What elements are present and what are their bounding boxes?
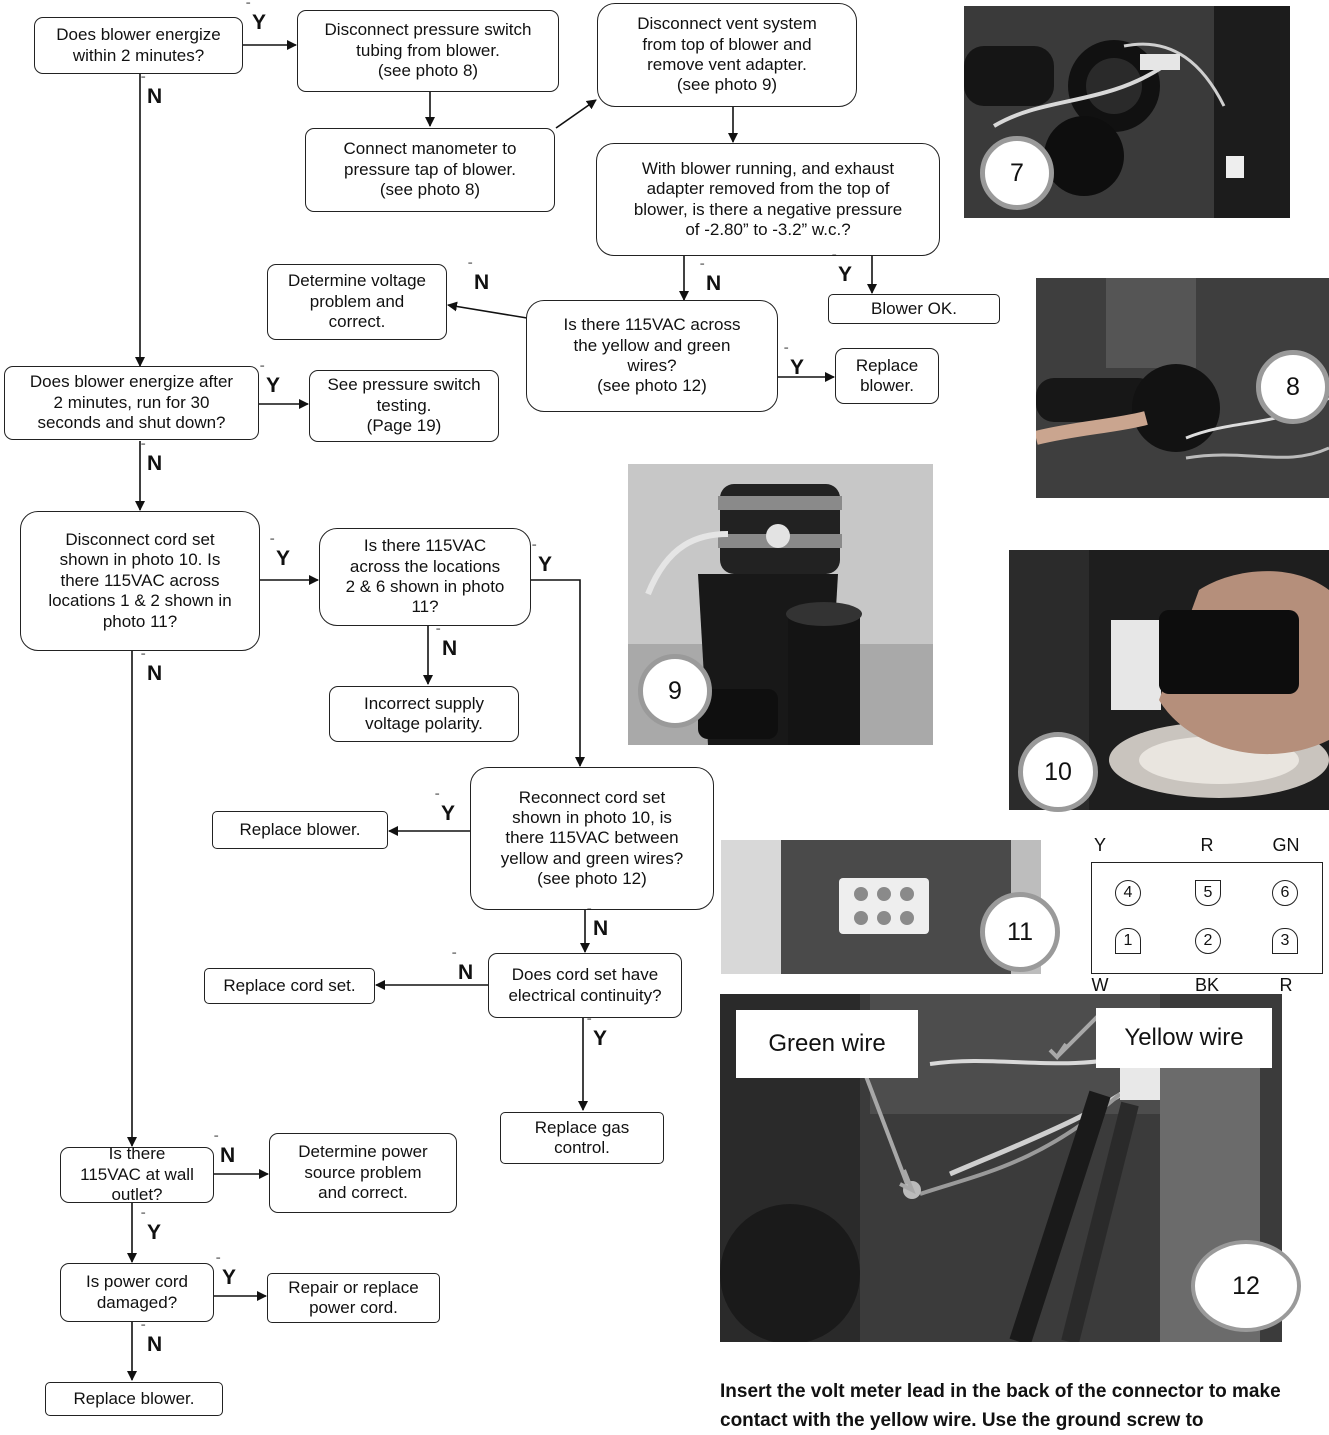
connector-pin-4: 4 [1115,880,1141,906]
question-cord-continuity: Does cord set have electrical continuity… [488,953,682,1018]
connector-pin-5: 5 [1195,880,1221,906]
label-no: N [141,651,162,684]
label-no: N [587,906,608,939]
question-power-cord-damaged: Is power cord damaged? [60,1263,214,1322]
callout-green-wire: Green wire [736,1010,918,1078]
photo-number: 9 [668,676,682,705]
label-yes: Y [532,542,552,575]
label-no: N [700,261,721,294]
label-yes: Y [587,1016,607,1049]
label-no: N [141,441,162,474]
question-reconnect-cord-set: Reconnect cord set shown in photo 10, is… [470,767,714,910]
connector-pin-2: 2 [1195,928,1221,954]
label-no: N [436,626,457,659]
action-determine-voltage-problem: Determine voltage problem and correct. [267,264,447,340]
pin-color-label: R [1200,835,1214,855]
action-replace-cord-set: Replace cord set. [204,968,375,1004]
photo-9 [628,464,933,745]
connector-pin-3: 3 [1272,928,1298,954]
photo-number: 10 [1044,757,1072,786]
label-yes: Y [270,536,290,569]
label-no: N [468,260,489,293]
pin-color-label: BK [1194,975,1219,995]
label-yes: Y [246,0,266,33]
photo-number: 11 [1007,917,1033,946]
question-negative-pressure: With blower running, and exhaust adapter… [596,143,940,256]
callout-yellow-wire: Yellow wire [1096,1008,1272,1068]
photo-7 [964,6,1290,218]
photo-number-badge-8: 8 [1256,350,1329,424]
footer-instruction: Insert the volt meter lead in the back o… [720,1381,1281,1431]
step-connect-manometer: Connect manometer to pressure tap of blo… [305,128,555,212]
label-yes: Y [260,363,280,396]
question-blower-energize-2min: Does blower energize within 2 minutes? [34,17,243,74]
question-wall-outlet: Is there 115VAC at wall outlet? [60,1144,214,1204]
label-yes: Y [784,345,804,378]
result-blower-ok: Blower OK. [828,294,1000,324]
action-determine-power-source: Determine power source problem and corre… [269,1133,457,1213]
photo-10 [1009,550,1329,810]
photo-number: 8 [1286,372,1300,401]
label-no: N [214,1133,235,1166]
step-disconnect-tubing: Disconnect pressure switch tubing from b… [297,10,559,92]
photo-number-badge-12: 12 [1191,1240,1301,1332]
photo-number-badge-11: 11 [980,892,1060,972]
label-no: N [452,950,473,983]
pin-color-label: GN [1272,835,1300,855]
result-incorrect-polarity: Incorrect supply voltage polarity. [329,686,519,742]
label-yes: Y [832,252,852,285]
label-no: N [141,1322,162,1355]
pin-color-label: W [1091,975,1109,995]
photo-number-badge-7: 7 [980,136,1054,210]
connector-pin-diagram [1091,862,1323,974]
question-115vac-yellow-green: Is there 115VAC across the yellow and gr… [526,300,778,412]
action-see-pressure-switch: See pressure switch testing. (Page 19) [309,370,499,442]
photo-number-badge-9: 9 [638,654,712,728]
photo-number: 12 [1232,1271,1260,1300]
action-replace-blower-2: Replace blower. [212,811,388,849]
connector-pin-6: 6 [1272,880,1298,906]
pin-color-label: R [1279,975,1293,995]
photo-number-badge-10: 10 [1018,732,1098,812]
connector-pin-1: 1 [1115,928,1141,954]
label-yes: Y [216,1255,236,1288]
question-115vac-locations-2-6: Is there 115VAC across the locations 2 &… [319,528,531,626]
label-no: N [141,74,162,107]
action-repair-power-cord: Repair or replace power cord. [267,1273,440,1323]
label-yes: Y [141,1210,161,1243]
question-energize-after-2min: Does blower energize after 2 minutes, ru… [4,366,259,440]
action-replace-blower-1: Replace blower. [835,348,939,404]
action-replace-blower-3: Replace blower. [45,1382,223,1416]
question-disconnect-cord-set: Disconnect cord set shown in photo 10. I… [20,511,260,651]
label-yes: Y [435,791,455,824]
pin-color-label: Y [1093,835,1106,855]
step-disconnect-vent: Disconnect vent system from top of blowe… [597,3,857,107]
photo-number: 7 [1010,158,1024,187]
action-replace-gas-control: Replace gas control. [500,1112,664,1164]
